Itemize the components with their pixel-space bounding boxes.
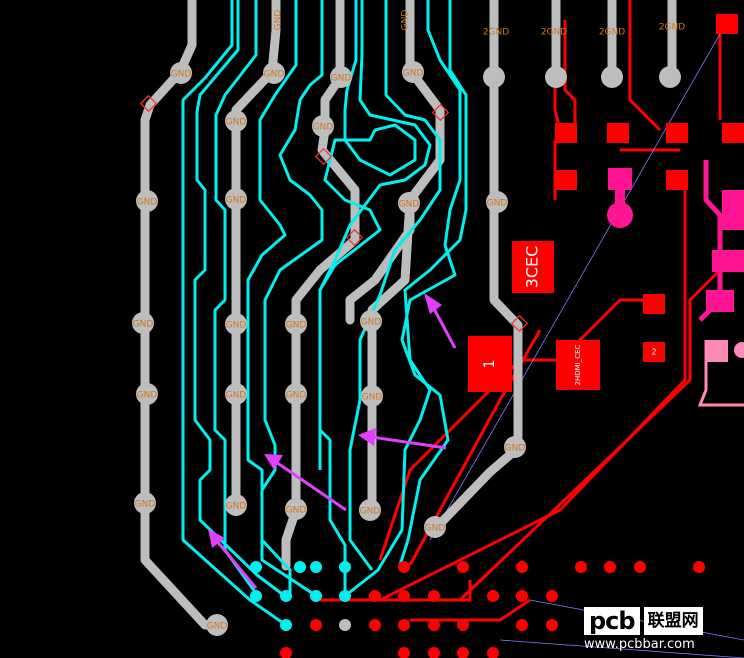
magenta-component-group [607,160,744,407]
via-gnd: GND [136,190,158,212]
svg-text:GND: GND [133,320,154,330]
svg-text:GND: GND [226,502,247,512]
via-gnd: GND [285,498,307,520]
watermark-chinese: 联盟网 [643,607,703,635]
via-gnd [601,66,623,88]
via-gnd: GND [225,383,247,405]
via-gnd: GND [285,383,307,405]
svg-text:GND: GND [207,622,228,632]
svg-text:GND: GND [360,507,381,517]
via-gnd: GND [225,110,247,132]
bga-ball-grid [250,561,705,658]
via-gnd: GND [134,492,156,514]
svg-text:GND: GND [286,506,307,516]
via-gnd [483,66,505,88]
svg-text:GND: GND [487,199,508,209]
via-gnd: GND [225,188,247,210]
via-gnd [545,66,567,88]
label-2gnd: 2GND [541,28,567,38]
watermark: pcb 联盟网 www.pcbbar.com [584,607,740,652]
svg-text:GND: GND [135,500,156,510]
svg-text:GND: GND [361,318,382,328]
via-gnd: GND [504,436,526,458]
watermark-url: www.pcbbar.com [584,637,695,652]
label-gnd: GND [401,10,411,31]
annotation-arrow-group [208,293,457,589]
svg-text:GND: GND [399,200,420,210]
via-gnd: GND [360,310,382,332]
hdmi-cec-pad-label: 2HDMI_CEC [574,344,582,385]
via-gnd: GND [330,66,352,88]
svg-text:GND: GND [331,74,352,84]
pad-1-label: 1 [482,360,498,369]
via-gnd: GND [206,614,228,636]
pad-2-label: 2 [651,348,656,357]
via-gnd: GND [359,499,381,521]
svg-text:GND: GND [286,321,307,331]
top-pad-labels: 2GND 2GND 2GND 2GND GND GND [274,10,686,38]
arrow-annotation [358,428,447,450]
svg-text:GND: GND [313,123,334,133]
svg-text:GND: GND [226,321,247,331]
via-gnd: GND [398,192,420,214]
svg-text:GND: GND [425,524,446,534]
via-gnd: GND [402,61,424,83]
via-gnd: GND [486,191,508,213]
svg-text:GND: GND [362,393,383,403]
signal-trace-group [181,0,468,627]
via-gnd: GND [225,494,247,516]
via-gnd: GND [424,516,446,538]
gnd-via-group: GND GND GND GND GND GND GND GND GND GND … [132,61,681,636]
via-gnd: GND [132,312,154,334]
via-gnd: GND [312,115,334,137]
svg-text:GND: GND [137,391,158,401]
arrow-annotation [264,454,347,512]
via-gnd: GND [225,313,247,335]
label-gnd: GND [274,10,284,31]
arrow-annotation [208,529,258,589]
svg-text:GND: GND [171,70,192,80]
label-2gnd: 2GND [659,23,685,33]
via-gnd: GND [285,313,307,335]
via-gnd: GND [361,385,383,407]
svg-text:GND: GND [264,70,285,80]
label-2gnd: 2GND [599,28,625,38]
via-gnd: GND [170,62,192,84]
svg-text:GND: GND [286,391,307,401]
svg-text:GND: GND [226,196,247,206]
via-gnd [659,66,681,88]
svg-text:GND: GND [137,198,158,208]
svg-text:GND: GND [505,444,526,454]
label-2gnd: 2GND [483,28,509,38]
arrow-annotation [424,293,457,349]
via-gnd: GND [136,383,158,405]
via-gnd: GND [263,62,285,84]
cec-pad-label: 3CEC [523,246,542,289]
diamond-marker-group [139,94,529,333]
svg-text:GND: GND [226,118,247,128]
svg-text:GND: GND [226,391,247,401]
svg-text:GND: GND [403,69,424,79]
red-pad-group [468,14,744,392]
watermark-logo: pcb [584,607,640,635]
